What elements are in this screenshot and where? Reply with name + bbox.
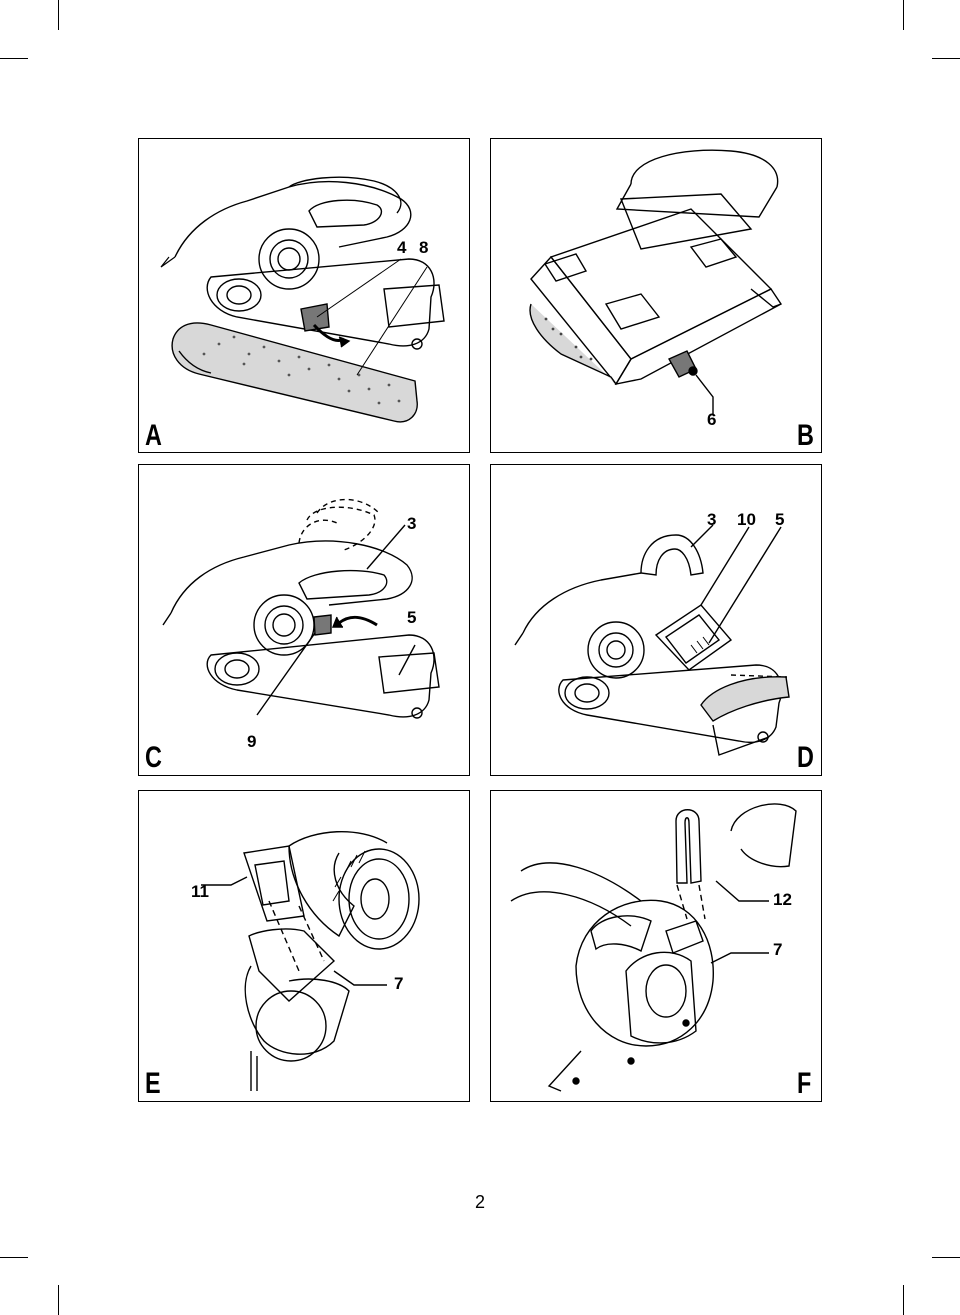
figure-panel-d: D 3 10 5 xyxy=(490,464,822,776)
belt-tracking-knob-illustration xyxy=(529,149,783,414)
panel-letter-a: A xyxy=(145,419,162,452)
dust-bag-attachment-illustration xyxy=(514,524,790,756)
crop-mark-bottom-right-h xyxy=(932,1257,960,1258)
crop-mark-top-right-v xyxy=(903,0,904,30)
crop-mark-bottom-right-v xyxy=(903,1285,904,1315)
panel-letter-d: D xyxy=(797,741,814,774)
panel-letter-b: B xyxy=(797,419,814,452)
crop-mark-top-left-v xyxy=(58,0,59,30)
callout-11: 11 xyxy=(191,882,209,901)
callout-8: 8 xyxy=(419,238,429,257)
figure-panel-f: F 12 7 xyxy=(490,790,822,1102)
dust-extraction-adaptor-illustration xyxy=(201,830,420,1091)
vacuum-adaptor-connection-illustration xyxy=(510,803,797,1092)
callout-3-d: 3 xyxy=(707,510,717,529)
figure-panel-e: E 11 7 xyxy=(138,790,470,1102)
figure-panel-c: C 3 5 9 xyxy=(138,464,470,776)
belt-sander-handle-adjust-illustration xyxy=(162,498,440,719)
figure-panel-b: B 6 xyxy=(490,138,822,453)
callout-5: 5 xyxy=(407,608,417,627)
crop-mark-bottom-left-h xyxy=(0,1257,28,1258)
callout-9: 9 xyxy=(247,732,257,751)
callout-4: 4 xyxy=(397,238,407,257)
callout-5-d: 5 xyxy=(775,510,785,529)
belt-sander-belt-release-illustration xyxy=(160,176,445,423)
panel-letter-e: E xyxy=(145,1067,161,1100)
panel-letter-f: F xyxy=(797,1067,812,1100)
page-number: 2 xyxy=(474,1192,485,1212)
crop-mark-top-left-h xyxy=(0,58,28,59)
panel-letter-c: C xyxy=(145,741,162,774)
callout-3: 3 xyxy=(407,514,417,533)
callout-10: 10 xyxy=(737,510,756,529)
crop-mark-bottom-left-v xyxy=(58,1285,59,1315)
callout-12: 12 xyxy=(773,890,792,909)
callout-7-e: 7 xyxy=(394,974,404,993)
figure-panel-a: A 4 8 xyxy=(138,138,470,453)
callout-7-f: 7 xyxy=(773,940,783,959)
callout-6: 6 xyxy=(707,410,717,429)
crop-mark-top-right-h xyxy=(932,58,960,59)
